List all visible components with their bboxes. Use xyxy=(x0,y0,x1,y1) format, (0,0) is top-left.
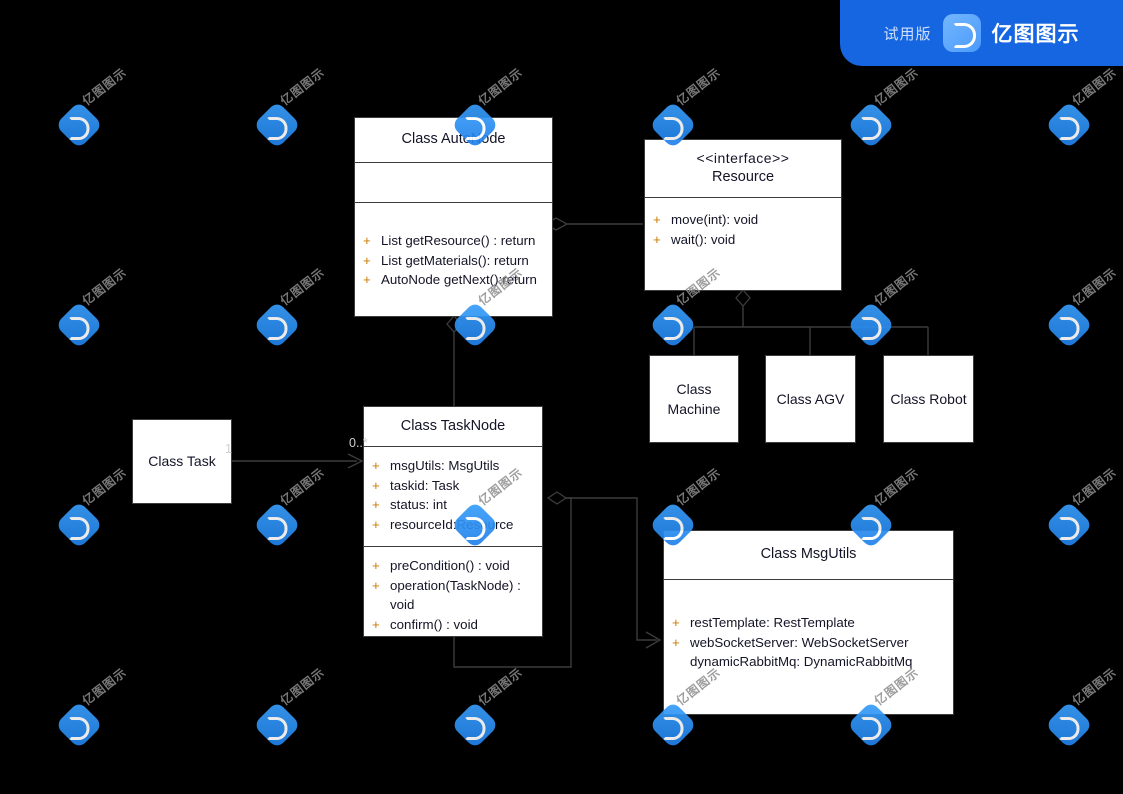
class-title-compartment: Class AutoNode xyxy=(355,118,552,162)
class-title-compartment: <<interface>> Resource xyxy=(645,140,841,197)
class-title-robot: Class Robot xyxy=(890,390,967,407)
aggregation-diamond-autonode-tasknode xyxy=(446,315,462,333)
member-visibility: + xyxy=(372,517,380,533)
member-visibility: + xyxy=(372,617,380,633)
multiplicity-task-end: 1 xyxy=(225,442,232,456)
member-signature: move(int): void xyxy=(671,212,759,227)
class-member: + List getResource() : return xyxy=(355,231,552,251)
class-box-agv[interactable]: Class AGV xyxy=(765,355,856,443)
class-box-task[interactable]: Class Task xyxy=(132,419,232,504)
class-box-auto-node[interactable]: Class AutoNode + List getResource() : re… xyxy=(354,117,553,317)
member-signature: taskid: Task xyxy=(390,477,460,493)
class-box-task-node[interactable]: Class TaskNode + msgUtils: MsgUtils + ta… xyxy=(363,406,543,637)
class-title-task: Class Task xyxy=(148,453,216,470)
member-signature: AutoNode getNext():return xyxy=(381,272,537,288)
brand-name: 亿图图示 xyxy=(991,23,1080,46)
class-title-compartment: Class TaskNode xyxy=(364,407,542,446)
class-member: + status: int xyxy=(364,495,542,515)
arrowhead-tasknode-msgutils xyxy=(645,631,662,649)
member-visibility: + xyxy=(363,252,371,268)
class-stereotype-resource: <<interface>> xyxy=(696,150,790,167)
member-visibility: + xyxy=(372,558,380,573)
member-signature: restTemplate: RestTemplate xyxy=(690,615,855,630)
member-visibility: + xyxy=(363,233,371,248)
class-attributes-compartment xyxy=(355,162,552,202)
member-signature: List getMaterials(): return xyxy=(381,252,529,268)
connector-tasknode-self-loop xyxy=(453,497,572,668)
trial-banner[interactable]: 试用版 亿图图示 xyxy=(840,0,1123,66)
class-box-robot[interactable]: Class Robot xyxy=(883,355,974,443)
class-title-compartment: Class MsgUtils xyxy=(664,531,953,579)
class-methods-compartment: + List getResource() : return + List get… xyxy=(355,202,552,317)
member-visibility: + xyxy=(372,577,380,593)
member-signature: resourceId:Resource xyxy=(390,517,514,533)
class-box-msg-utils[interactable]: Class MsgUtils + restTemplate: RestTempl… xyxy=(663,530,954,715)
member-visibility: + xyxy=(363,272,371,288)
class-member: + confirm() : void xyxy=(364,615,542,635)
member-signature: preCondition() : void xyxy=(390,558,510,573)
class-title-machine: Class Machine xyxy=(667,380,721,417)
class-title-task-node: Class TaskNode xyxy=(400,417,506,434)
class-attributes-compartment: + restTemplate: RestTemplate + webSocket… xyxy=(664,579,953,715)
member-visibility: + xyxy=(672,634,680,650)
member-signature: wait(): void xyxy=(671,231,736,247)
class-box-resource[interactable]: <<interface>> Resource + move(int): void… xyxy=(644,139,842,291)
class-member: + restTemplate: RestTemplate xyxy=(664,613,953,633)
class-methods-compartment: + preCondition() : void + operation(Task… xyxy=(364,546,542,638)
class-member: + taskid: Task xyxy=(364,476,542,496)
member-signature: List getResource() : return xyxy=(381,233,536,248)
class-member: + wait(): void xyxy=(645,230,841,250)
class-name-resource: Resource xyxy=(711,169,775,186)
class-member: + AutoNode getNext():return xyxy=(355,270,552,290)
class-member: + msgUtils: MsgUtils xyxy=(364,456,542,476)
class-member: + preCondition() : void xyxy=(364,556,542,576)
member-signature: status: int xyxy=(390,497,447,513)
connector-tasknode-msgutils xyxy=(566,497,657,641)
member-visibility: + xyxy=(372,458,380,473)
edraw-logo-icon xyxy=(942,14,981,52)
member-signature: webSocketServer: WebSocketServer xyxy=(690,634,909,650)
class-member: dynamicRabbitMq: DynamicRabbitMq xyxy=(664,652,953,672)
multiplicity-task-node-end: 0..* xyxy=(349,436,368,450)
member-visibility: + xyxy=(372,477,380,493)
aggregation-diamond-resource-children xyxy=(735,289,751,307)
class-methods-compartment: + move(int): void + wait(): void xyxy=(645,197,841,292)
class-box-machine[interactable]: Class Machine xyxy=(649,355,739,443)
aggregation-diamond-tasknode-msgutils xyxy=(546,491,568,505)
class-title-auto-node: Class AutoNode xyxy=(401,131,506,148)
member-signature: confirm() : void xyxy=(390,617,478,633)
member-visibility: + xyxy=(653,231,661,247)
class-member: + List getMaterials(): return xyxy=(355,251,552,271)
class-title-resource: <<interface>> Resource xyxy=(645,140,841,197)
class-member: + move(int): void xyxy=(645,210,841,230)
class-member: + resourceId:Resource xyxy=(364,515,542,535)
member-signature: dynamicRabbitMq: DynamicRabbitMq xyxy=(690,654,913,670)
member-signature: operation(TaskNode) : void xyxy=(390,577,521,613)
class-member: + operation(TaskNode) : void xyxy=(364,576,542,615)
member-visibility: + xyxy=(672,615,680,630)
arrowhead-task-tasknode xyxy=(347,453,364,469)
class-title-msg-utils: Class MsgUtils xyxy=(760,546,857,563)
member-signature: msgUtils: MsgUtils xyxy=(390,458,500,473)
member-visibility: + xyxy=(653,212,661,227)
class-attributes-compartment: + msgUtils: MsgUtils + taskid: Task + st… xyxy=(364,446,542,546)
class-member: + webSocketServer: WebSocketServer xyxy=(664,633,953,653)
member-visibility: + xyxy=(372,497,380,513)
class-title-agv: Class AGV xyxy=(776,390,845,407)
trial-label: 试用版 xyxy=(883,25,932,43)
